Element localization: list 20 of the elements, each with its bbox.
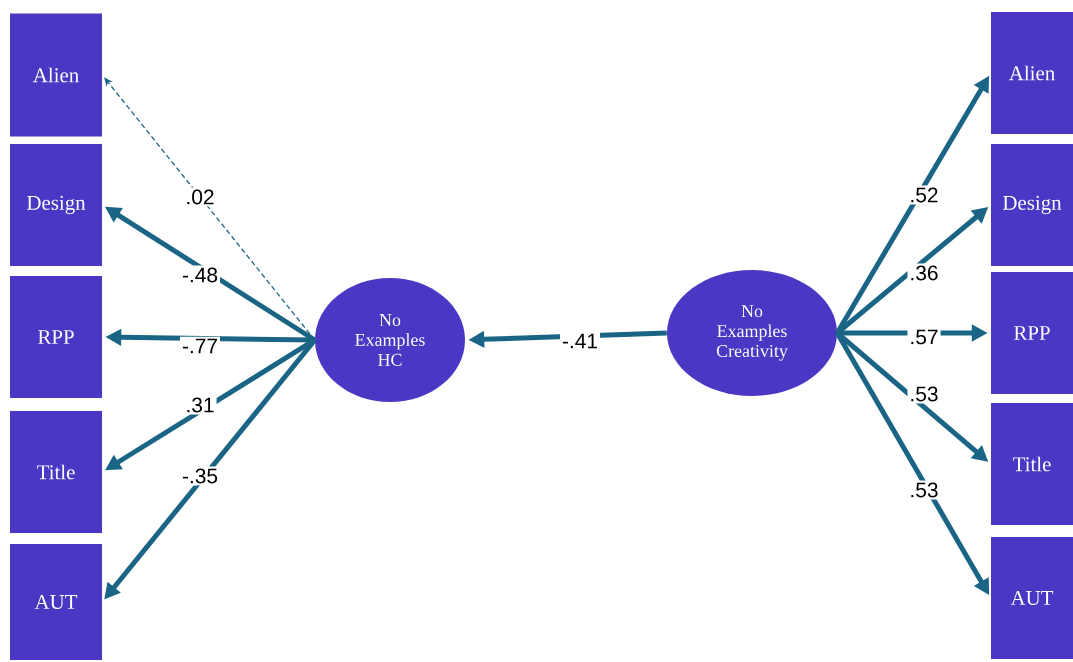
indicator-box: AUT — [10, 544, 102, 660]
edge-label: .52 — [907, 185, 941, 205]
edge-label: -.41 — [560, 331, 601, 351]
indicator-box: Alien — [991, 12, 1073, 134]
indicator-box: AUT — [991, 537, 1073, 659]
edge-label: -.48 — [180, 265, 221, 285]
edge-label: .53 — [907, 384, 941, 404]
edge-label: .53 — [907, 480, 941, 500]
indicator-box: Design — [10, 144, 102, 266]
edge-label: .36 — [907, 263, 941, 283]
indicator-box: Title — [10, 411, 102, 533]
indicator-box: RPP — [10, 276, 102, 398]
indicator-box: RPP — [991, 272, 1073, 394]
indicator-box: Design — [991, 144, 1073, 266]
edge-label: -.35 — [180, 466, 221, 486]
edge-label: .31 — [183, 395, 217, 415]
indicator-box: Title — [991, 403, 1073, 525]
edge-label: .02 — [183, 187, 217, 207]
indicator-box: Alien — [10, 13, 102, 137]
edge-label: .57 — [907, 327, 941, 347]
